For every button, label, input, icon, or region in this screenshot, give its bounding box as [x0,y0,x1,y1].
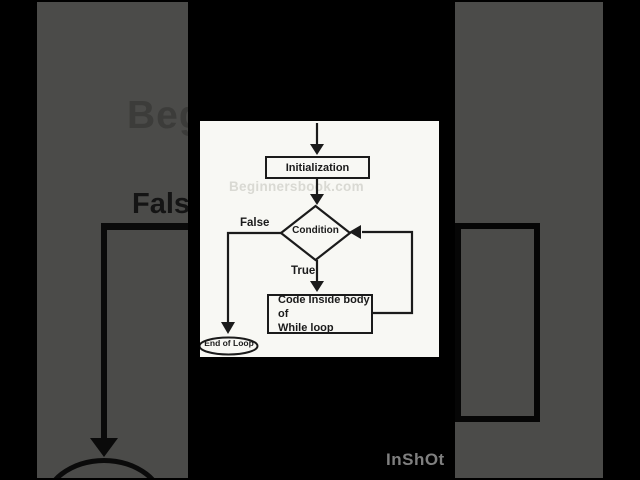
arrowhead-icons [221,144,361,334]
flowchart-card: Beginnersbook.com [200,121,439,357]
backdrop-loop-back-corner [455,223,540,422]
backdrop-watermark-fragment: Beg [127,94,188,137]
node-loop-body: Code Inside body of While loop [267,294,373,334]
flowchart-connectors [200,123,414,356]
backdrop-right-band [455,2,603,478]
backdrop-left-band: Beg False [37,2,188,478]
node-loop-body-line1: Code Inside body of [278,294,370,320]
backdrop-false-line-horizontal [103,223,188,230]
beginnersbook-watermark: Beginnersbook.com [229,179,364,194]
backdrop-end-of-loop-ellipse [42,458,166,478]
backdrop-false-line-vertical [101,223,107,440]
backdrop-arrow-down-icon [90,438,118,457]
node-condition-label: Condition [292,225,339,236]
branch-false-label: False [240,217,270,229]
node-loop-body-line2: While loop [278,322,334,334]
node-initialization-label: Initialization [285,161,350,174]
branch-true-label: True [291,265,316,277]
node-initialization: Initialization [265,156,370,179]
inshot-watermark: InShOt [386,450,445,469]
backdrop-false-label: False [132,188,188,220]
node-end-of-loop-label: End of Loop [204,338,254,348]
